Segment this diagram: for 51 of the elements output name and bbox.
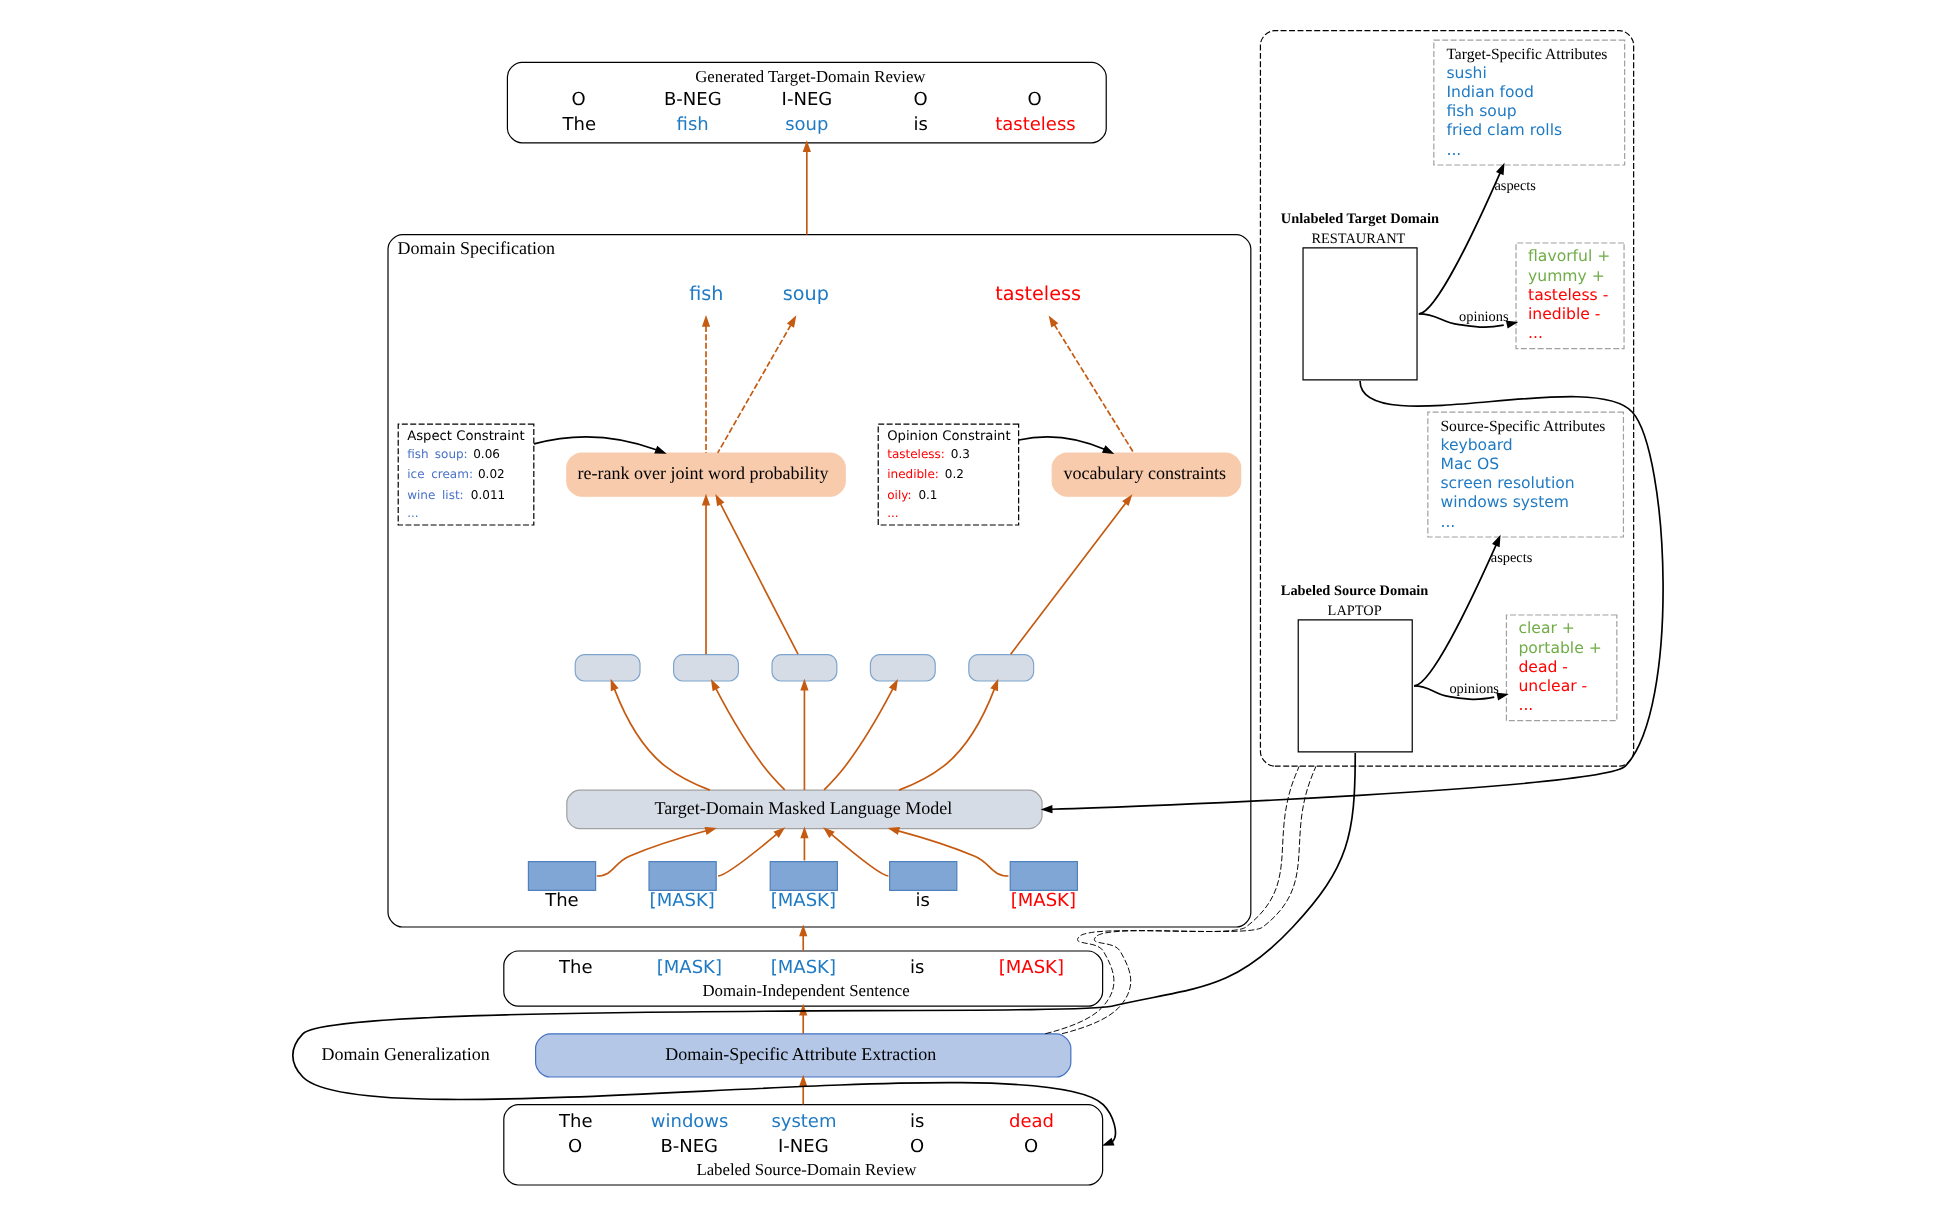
- arrow: [886, 827, 1009, 877]
- arrow: [801, 140, 810, 236]
- arrow: [700, 315, 710, 454]
- node-text: fish: [688, 284, 723, 307]
- node-label: The: [544, 892, 578, 913]
- arrow: [700, 493, 710, 655]
- node-box: [868, 654, 935, 682]
- node-box: [770, 654, 837, 682]
- arrow: [897, 678, 998, 791]
- arrow: [798, 1074, 807, 1106]
- node-label: [MASK]: [648, 892, 714, 913]
- arrow: [595, 826, 716, 877]
- label: Domain Generalization: [320, 1043, 489, 1064]
- node-box: [1296, 619, 1412, 753]
- node-box: Domain-Specific Attribute Extraction: [534, 1033, 1071, 1078]
- arrow: [709, 679, 785, 791]
- node-box: The [MASK] [MASK] is [MASK] Domain-Independent Sentence: [502, 950, 1103, 1007]
- arrow: [1412, 684, 1508, 701]
- arrow: [1417, 162, 1504, 315]
- cluster: [1258, 30, 1634, 767]
- arrow: [799, 678, 808, 791]
- arrow: [714, 493, 798, 655]
- node-box: vocabulary constraints: [1050, 452, 1241, 497]
- arrow: [822, 827, 889, 877]
- arrow: [716, 827, 785, 877]
- node-text: tasteless: [994, 284, 1080, 307]
- arrow: [798, 924, 807, 952]
- arrow: [290, 752, 1356, 1146]
- node-text: soup: [781, 284, 828, 307]
- arrow: [1016, 435, 1114, 454]
- arrow: [1008, 494, 1132, 655]
- node-box: Target-Domain Masked Language Model: [565, 789, 1042, 830]
- arrow: [822, 679, 897, 791]
- arrow: [609, 678, 710, 791]
- node-label: [MASK]: [1009, 892, 1075, 913]
- arrow: [1417, 312, 1518, 329]
- node-box: [967, 654, 1034, 682]
- node-box: [1301, 247, 1417, 381]
- arrow: [715, 315, 796, 454]
- arrow: [532, 435, 666, 454]
- arrow: [1412, 534, 1500, 687]
- arrow: [799, 826, 808, 862]
- node-label: [MASK]: [769, 892, 835, 913]
- node-box: [672, 654, 738, 682]
- arrow: [1047, 315, 1134, 454]
- node-box: Generated Target-Domain Review O B-NEG I-NEG O O The fish soup is tasteless: [505, 61, 1106, 144]
- node-label: is: [914, 892, 929, 913]
- arrow: [1039, 380, 1663, 814]
- node-box: The windows system is dead O B-NEG I-NEG O O Labeled Source-Domain Review: [502, 1104, 1103, 1186]
- node-box: [573, 654, 640, 682]
- node-box: re-rank over joint word probability: [565, 452, 845, 497]
